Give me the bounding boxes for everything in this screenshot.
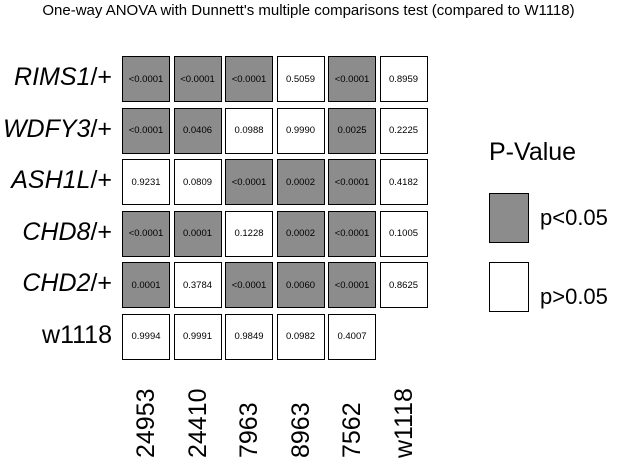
heatmap-cell: 0.0060 (276, 262, 325, 308)
heatmap-cell: <0.0001 (225, 56, 273, 102)
heatmap-cell: 0.4182 (379, 159, 428, 205)
heatmap-cell: <0.0001 (328, 210, 376, 257)
heatmap-cell: 0.1005 (379, 210, 428, 257)
column-label: 7963 (235, 402, 263, 458)
heatmap-cell: <0.0001 (328, 262, 376, 308)
heatmap-cell: 0.8625 (379, 262, 428, 308)
row-label-gene: CHD2 (22, 269, 91, 297)
row-label-suffix: /+ (90, 217, 112, 246)
row-label-gene: WDFY3 (2, 114, 91, 143)
legend-label-significant: p<0.05 (540, 205, 608, 230)
row-label-gene: ASH1L (11, 166, 91, 194)
heatmap-cell: 0.0988 (225, 107, 273, 154)
column-label: 24410 (183, 388, 212, 458)
row-label-suffix: /+ (90, 114, 112, 143)
heatmap-cell: 0.3784 (173, 262, 222, 308)
row-label-gene: RIMS1 (14, 63, 91, 91)
row-label-gene: CHD8 (22, 217, 91, 246)
column-label: 7562 (338, 402, 366, 458)
heatmap-cell: <0.0001 (173, 56, 222, 102)
heatmap-cell: 0.0025 (328, 107, 376, 154)
row-label-suffix: w1118 (42, 320, 112, 349)
heatmap-cell: 0.4007 (328, 313, 376, 360)
chart-title: One-way ANOVA with Dunnett's multiple co… (42, 2, 575, 19)
heatmap-cell: <0.0001 (122, 210, 170, 257)
row-label: CHD8/+ (22, 218, 112, 247)
heatmap-cell: 0.8959 (379, 56, 428, 102)
row-label-suffix: /+ (90, 63, 112, 91)
heatmap-cell: 0.9231 (122, 159, 170, 205)
row-label: CHD2/+ (22, 269, 112, 298)
heatmap-cell: 0.9991 (173, 313, 222, 360)
heatmap-cell: 0.9994 (122, 313, 170, 360)
heatmap-cell: 0.0001 (122, 262, 170, 308)
heatmap-cell: 0.2225 (379, 107, 428, 154)
row-label: w1118 (42, 321, 112, 350)
legend-swatch-significant (489, 193, 529, 243)
heatmap-cell: 0.0002 (276, 210, 325, 257)
legend-title: P-Value (489, 138, 577, 166)
row-label: WDFY3/+ (3, 115, 112, 144)
legend-swatch-not-significant (489, 262, 529, 312)
column-label: 8963 (286, 402, 315, 458)
heatmap-cell: <0.0001 (225, 262, 273, 308)
heatmap-cell: 0.1228 (225, 210, 273, 257)
heatmap-cell: 0.0001 (173, 210, 222, 257)
heatmap-cell: 0.0809 (173, 159, 222, 205)
heatmap-cell: <0.0001 (328, 56, 376, 102)
row-label-suffix: /+ (90, 269, 112, 297)
heatmap-cell: 0.9990 (276, 107, 325, 154)
column-label: 24953 (132, 388, 160, 458)
heatmap-cell: <0.0001 (122, 56, 170, 102)
row-label: ASH1L/+ (11, 166, 112, 195)
heatmap-cell: 0.0002 (276, 159, 325, 205)
row-label: RIMS1/+ (14, 63, 112, 92)
heatmap-cell: 0.0406 (173, 107, 222, 154)
heatmap-cell: <0.0001 (225, 159, 273, 205)
heatmap-cell: <0.0001 (328, 159, 376, 205)
heatmap-cell: 0.9849 (225, 313, 273, 360)
column-label: w1118 (389, 388, 418, 458)
heatmap-cell: 0.5059 (276, 56, 325, 102)
legend-label-not-significant: p>0.05 (540, 284, 608, 309)
heatmap-cell: <0.0001 (122, 107, 170, 154)
row-label-suffix: /+ (90, 166, 112, 194)
heatmap-cell: 0.0982 (276, 313, 325, 360)
